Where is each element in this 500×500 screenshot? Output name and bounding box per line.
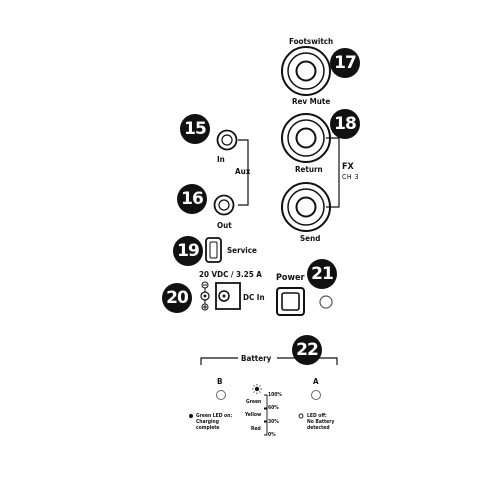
battery-color-yellow: Yellow	[245, 412, 262, 418]
polarity-symbol	[200, 281, 210, 311]
callout-18: 18	[330, 109, 360, 139]
battery-led-a-label: A	[313, 377, 319, 386]
footswitch-jack	[281, 46, 331, 96]
fx-group-label: FX	[342, 162, 354, 172]
note-charging-line1: Green LED on:	[196, 413, 233, 419]
fx-send-jack	[281, 182, 331, 232]
aux-out-jack	[213, 194, 235, 216]
dc-in-label: DC In	[243, 293, 265, 302]
service-label: Service	[227, 246, 257, 255]
aux-out-label: Out	[217, 221, 232, 230]
note-charging-line2: Charging	[196, 419, 219, 425]
battery-led-a	[311, 390, 321, 400]
aux-in-label: In	[217, 155, 225, 164]
callout-17: 17	[330, 48, 360, 78]
battery-level-100: 100%	[268, 392, 282, 398]
callout-20: 20	[162, 283, 192, 313]
battery-led-b-label: B	[217, 377, 223, 386]
battery-color-red: Red	[251, 426, 261, 432]
battery-led-b	[216, 390, 226, 400]
aux-bracket	[238, 139, 249, 206]
service-usb-port	[205, 237, 222, 263]
note-no-battery-line1: LED off:	[307, 413, 327, 419]
callout-19: 19	[173, 236, 203, 266]
battery-level-30: 30%	[268, 419, 279, 425]
note-bullet-filled	[189, 414, 193, 418]
power-label: Power	[276, 273, 305, 283]
fx-return-jack	[281, 113, 331, 163]
note-bullet-empty	[298, 413, 304, 419]
aux-in-jack	[216, 129, 238, 151]
battery-level-60: 60%	[268, 405, 279, 411]
fx-send-label: Send	[300, 234, 321, 243]
note-charging-line3: complete	[196, 425, 220, 431]
callout-15: 15	[180, 114, 210, 144]
battery-color-green: Green	[246, 399, 262, 405]
note-no-battery-line2: No Battery	[307, 419, 335, 425]
power-led	[319, 295, 333, 309]
battery-label: Battery	[241, 354, 272, 363]
power-button[interactable]	[276, 287, 305, 316]
aux-group-label: Aux	[235, 167, 251, 176]
rev-mute-label: Rev Mute	[292, 97, 331, 106]
battery-level-0: 0%	[268, 432, 276, 438]
dc-in-jack	[215, 282, 241, 310]
fx-channel-label: CH 3	[342, 173, 360, 181]
callout-16: 16	[177, 184, 207, 214]
callout-22: 22	[292, 335, 322, 365]
fx-return-label: Return	[295, 165, 323, 174]
footswitch-label: Footswitch	[289, 37, 334, 46]
battery-level-scale	[264, 394, 268, 436]
dc-spec-label: 20 VDC / 3.25 A	[199, 270, 262, 279]
callout-21: 21	[307, 259, 337, 289]
fx-bracket	[326, 137, 340, 208]
brightness-icon	[252, 384, 262, 394]
note-no-battery-line3: detected	[307, 425, 330, 431]
battery-bracket-left	[200, 357, 238, 365]
